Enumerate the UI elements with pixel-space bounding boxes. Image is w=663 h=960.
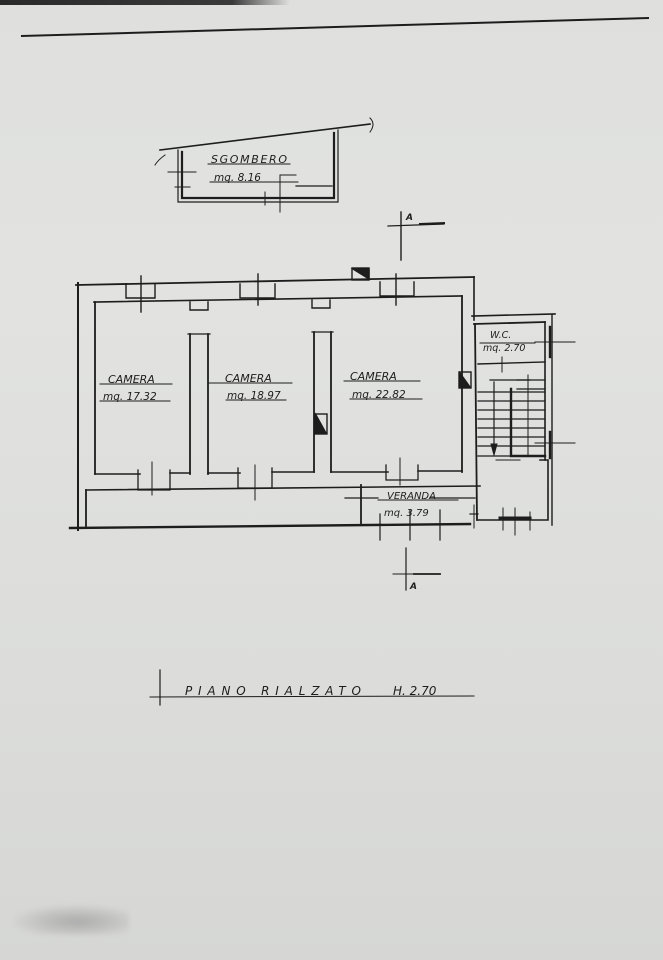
room-area-sgombero: mq. 8.16 xyxy=(214,172,261,184)
wc-stair-block xyxy=(469,313,576,536)
floor-title: PIANO RIALZATO xyxy=(185,684,361,698)
floor-height: H. 2.70 xyxy=(393,684,437,698)
section-marker-top xyxy=(387,211,446,261)
room-name-camera-1: CAMERA xyxy=(108,373,155,386)
room-area-camera-3: mq. 22.82 xyxy=(352,389,406,401)
room-area-wc: mq. 2.70 xyxy=(483,343,525,354)
bottom-room-walls xyxy=(85,457,481,529)
room-name-camera-3: CAMERA xyxy=(350,370,397,383)
flue-shafts xyxy=(314,267,472,435)
top-border-line xyxy=(20,16,650,38)
section-label-bottom: A xyxy=(409,582,417,592)
room-area-camera-2: mq. 18.97 xyxy=(227,390,281,402)
top-edge-shadow xyxy=(0,0,290,5)
top-windows xyxy=(125,273,415,313)
room-area-camera-1: mq. 17.32 xyxy=(103,391,157,403)
veranda-details xyxy=(344,484,476,541)
room-name-camera-2: CAMERA xyxy=(225,372,272,385)
pencil-smudge xyxy=(14,905,129,935)
section-label-top: A xyxy=(405,213,413,223)
interior-partitions xyxy=(187,331,334,475)
label-underlines xyxy=(99,163,536,501)
room-name-sgombero: SGOMBERO xyxy=(211,153,287,166)
title-line xyxy=(149,669,475,706)
room-name-wc: W.C. xyxy=(490,330,511,341)
sgombero-walls xyxy=(154,117,374,213)
room-name-veranda: VERANDA xyxy=(387,491,436,502)
room-area-veranda: mq. 3.79 xyxy=(384,508,429,519)
section-marker-bottom xyxy=(392,547,441,591)
